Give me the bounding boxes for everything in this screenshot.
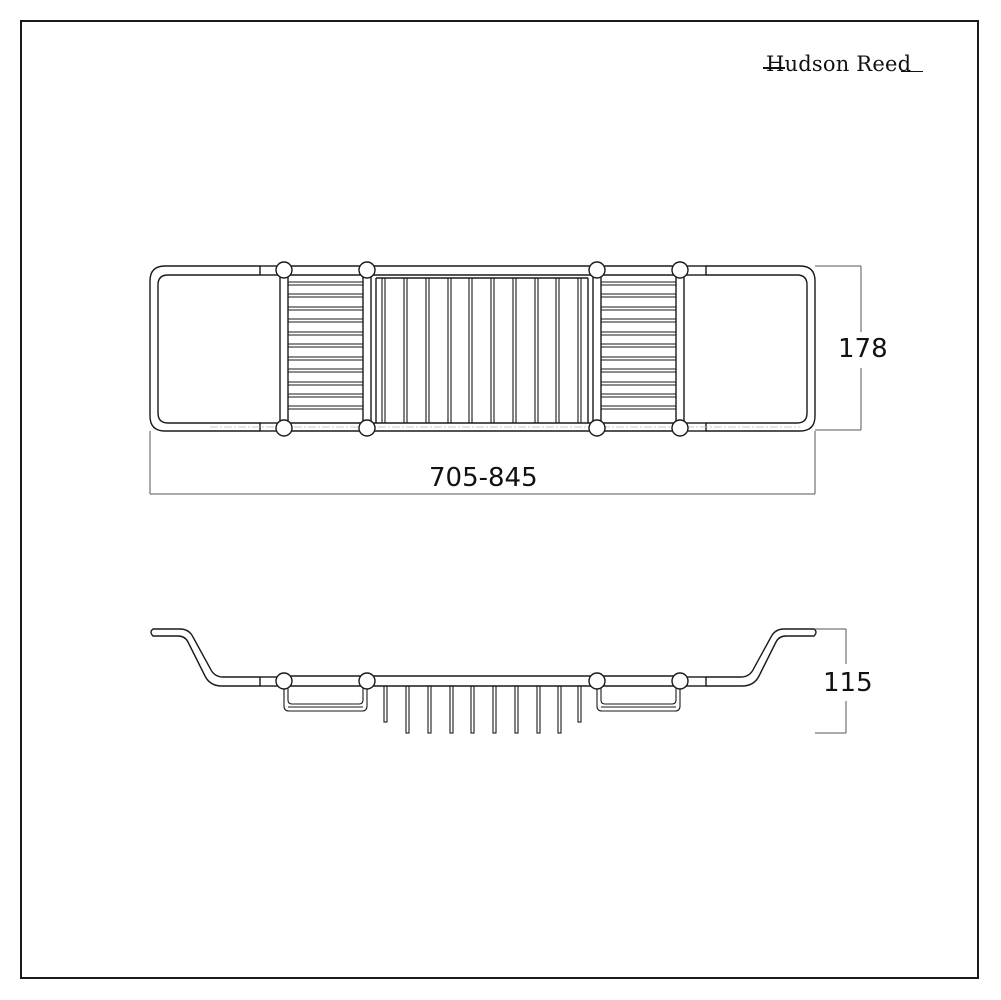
brand-name: Hudson Reed: [766, 52, 912, 76]
right-arm: [683, 265, 816, 432]
left-side-tray: [279, 275, 372, 423]
center-basket: [375, 277, 589, 423]
joints: [275, 261, 689, 437]
depth-dimension: [815, 265, 862, 431]
width-dimension: [149, 431, 816, 495]
logo-underline: [901, 70, 924, 72]
drawing-frame: [20, 20, 979, 979]
height-dimension-label: 115: [821, 668, 875, 698]
top-view: [149, 261, 862, 495]
side-view: [150, 628, 847, 734]
width-dimension-label: 705-845: [427, 463, 540, 493]
height-dimension: [815, 628, 847, 734]
hanging-bars: [383, 685, 582, 734]
left-arm: [149, 265, 283, 432]
depth-dimension-label: 178: [836, 334, 890, 364]
right-side-tray: [592, 275, 685, 423]
logo-strike-line: [763, 67, 785, 69]
brand-logo: Hudson Reed: [763, 52, 924, 76]
